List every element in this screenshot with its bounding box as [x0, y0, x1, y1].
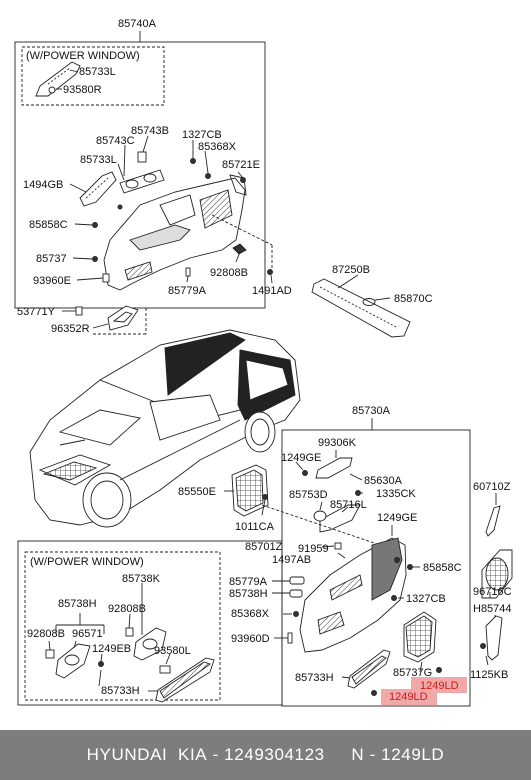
label-85721E: 85721E: [222, 159, 260, 171]
part-85743C: [119, 169, 165, 194]
label-85743C: 85743C: [96, 135, 135, 147]
label-92808B-c: 92808B: [27, 628, 65, 640]
label-87250B: 87250B: [332, 264, 370, 276]
label-1327CB-b: 1327CB: [406, 593, 446, 605]
part-85753D: [313, 510, 327, 522]
part-85716L: [319, 504, 361, 533]
part-85733L: [79, 171, 117, 207]
label-1125KB: 1125KB: [470, 669, 508, 681]
label-85733H-b: 85733H: [295, 672, 334, 684]
part-93580R: [48, 86, 56, 94]
label-85738H-a: 85738H: [229, 588, 268, 600]
window-subframe-lower: [24, 551, 221, 701]
label-85779A-a: 85779A: [168, 285, 207, 297]
label-91959: 91959: [298, 543, 329, 555]
label-93580L: 93580L: [154, 645, 191, 657]
group-frame-lower-left: [17, 540, 283, 706]
label-1011CA: 1011CA: [235, 521, 275, 533]
label-96716C: 96716C: [473, 586, 512, 598]
footer-n: N: [351, 745, 365, 764]
label-60710Z: 60710Z: [473, 481, 511, 493]
label-85753D: 85753D: [289, 489, 328, 501]
label-1249LD-b: 1249LD: [389, 691, 428, 703]
window-title-lower: (W/POWER WINDOW): [30, 556, 144, 568]
label-85733L-a: 85733L: [79, 66, 116, 78]
parts-diagram: 85740A (W/POWER WINDOW) 85733L 93580R 85…: [14, 18, 513, 707]
footer-separator-2: -: [369, 745, 376, 764]
label-1327CB-a: 1327CB: [182, 129, 222, 141]
label-1249GE-a: 1249GE: [281, 452, 321, 464]
window-subframe-top: [21, 46, 165, 106]
label-1497AB: 1497AB: [272, 554, 311, 566]
label-1249EB: 1249EB: [92, 643, 131, 655]
part-85733L-small: [35, 61, 81, 97]
label-99306K: 99306K: [318, 437, 357, 449]
label-85733H-a: 85733H: [101, 685, 140, 697]
footer-code: 1249LD: [381, 745, 445, 764]
label-85858C-b: 85858C: [423, 562, 462, 574]
label-1249GE-b: 1249GE: [377, 512, 417, 524]
part-87250B: [311, 278, 411, 338]
label-85743B: 85743B: [131, 125, 169, 137]
label-85733L-b: 85733L: [80, 154, 117, 166]
label-H85744: H85744: [473, 603, 512, 615]
label-1335CK: 1335CK: [376, 488, 416, 500]
part-96352R: [107, 305, 139, 331]
label-85368X-b: 85368X: [231, 608, 270, 620]
part-93580L-bezel: [133, 627, 167, 661]
label-85738H-b: 85738H: [58, 598, 97, 610]
label-85858C-a: 85858C: [29, 219, 68, 231]
label-1249LD-a: 1249LD: [420, 680, 459, 692]
label-85737G: 85737G: [393, 667, 432, 679]
label-85779A-b: 85779A: [229, 576, 268, 588]
footer-part-number: 1249304123: [224, 745, 325, 764]
footer-separator-1: -: [212, 745, 219, 764]
label-53771Y: 53771Y: [17, 306, 56, 318]
label-93960D: 93960D: [231, 633, 270, 645]
highlight-1249LD-b: [381, 689, 437, 705]
part-60710Z: [485, 505, 501, 537]
label-85630A: 85630A: [364, 475, 403, 487]
vehicle-illustration: [29, 329, 301, 528]
footer-brand: HYUNDAI: [86, 745, 168, 764]
label-93960E: 93960E: [33, 275, 71, 287]
part-53771Y: [75, 306, 83, 316]
label-85870C: 85870C: [394, 293, 433, 305]
label-96352R: 96352R: [51, 323, 90, 335]
group-label-85740A: 85740A: [118, 18, 157, 30]
part-85743B: [137, 151, 147, 163]
window-title-top: (W/POWER WINDOW): [26, 50, 140, 62]
part-96571-bezel: [55, 643, 91, 679]
label-1494GB: 1494GB: [23, 179, 63, 191]
label-85368X-a: 85368X: [198, 141, 237, 153]
label-85701Z: 85701Z: [245, 541, 283, 553]
label-92808B-a: 92808B: [210, 267, 248, 279]
label-92808B-b: 92808B: [108, 603, 146, 615]
label-1491AD: 1491AD: [252, 285, 292, 297]
label-96571: 96571: [72, 628, 103, 640]
label-85550E: 85550E: [178, 486, 216, 498]
part-info-footer: HYUNDAI KIA - 1249304123 N - 1249LD: [0, 730, 531, 780]
footer-make: KIA: [178, 745, 208, 764]
label-85738K: 85738K: [122, 573, 161, 585]
group-label-85730A: 85730A: [352, 405, 391, 417]
label-93580R: 93580R: [63, 84, 102, 96]
part-99306K: [315, 457, 353, 479]
label-85737: 85737: [36, 253, 67, 265]
part-H85744: [485, 615, 503, 661]
label-85716L: 85716L: [330, 499, 367, 511]
